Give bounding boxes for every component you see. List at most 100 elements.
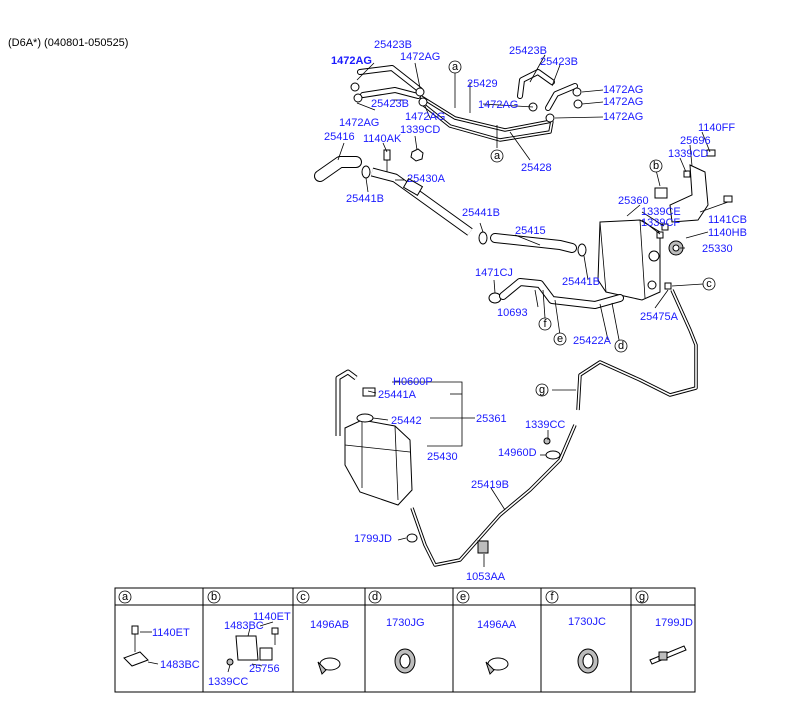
svg-text:1140ET: 1140ET xyxy=(152,627,190,639)
callout-25422A: 25422A xyxy=(573,335,612,347)
legend-cell-b: b 1140ET 1483BC 25756 1339CC xyxy=(207,590,291,688)
bolts-reservoir xyxy=(656,149,733,290)
callout-25441A: 25441A xyxy=(378,389,417,401)
ref-circle-a-bottom: a xyxy=(490,149,504,163)
clip-1799JD xyxy=(406,533,418,543)
callout-25419B: 25419B xyxy=(471,479,509,491)
ref-circle-c: c xyxy=(702,277,716,291)
callout-25361: 25361 xyxy=(476,413,507,425)
bracket-25696 xyxy=(654,164,709,223)
svg-text:a: a xyxy=(494,150,501,162)
reservoir-25360 xyxy=(597,219,661,301)
svg-text:d: d xyxy=(618,340,624,352)
ref-circle-f: f xyxy=(538,317,552,331)
callout-1339CE: 1339CE xyxy=(641,206,681,218)
callout-1339CD-a: 1339CD xyxy=(400,124,440,136)
callout-25330: 25330 xyxy=(702,243,733,255)
callout-25696: 25696 xyxy=(680,135,711,147)
callout-25441B-b: 25441B xyxy=(462,207,500,219)
legend-cell-c: c 1496AB xyxy=(296,590,349,675)
svg-text:25756: 25756 xyxy=(249,663,280,675)
callout-1472AG-b: 1472AG xyxy=(339,117,379,129)
legend-cell-g: g 1799JD xyxy=(635,590,693,665)
clip-1053AA xyxy=(477,540,489,554)
callout-1140HB: 1140HB xyxy=(708,227,747,239)
tube-g xyxy=(576,289,698,411)
callout-25429: 25429 xyxy=(467,78,498,90)
callout-25423B-d: 25423B xyxy=(540,56,578,68)
callout-1140AK: 1140AK xyxy=(363,133,402,145)
svg-text:c: c xyxy=(706,278,712,290)
callout-25416: 25416 xyxy=(324,131,355,143)
svg-text:1483BC: 1483BC xyxy=(160,659,200,671)
svg-text:f: f xyxy=(543,318,547,330)
callout-1472AG-bold: 1472AG xyxy=(331,55,372,67)
callout-1471CJ: 1471CJ xyxy=(475,267,513,279)
callout-1339CF: 1339CF xyxy=(641,217,680,229)
svg-text:1496AA: 1496AA xyxy=(477,619,517,631)
callout-1472AG-a: 1472AG xyxy=(400,51,440,63)
hose-25415 xyxy=(490,233,577,253)
svg-text:g: g xyxy=(639,591,645,603)
callout-25441B-a: 25441B xyxy=(346,193,384,205)
pipe-25429 xyxy=(417,93,554,142)
callout-25430: 25430 xyxy=(427,451,458,463)
svg-text:e: e xyxy=(460,591,466,603)
callout-25441B-c: 25441B xyxy=(562,276,600,288)
callout-H0600P: H0600P xyxy=(393,376,433,388)
callout-1472AG-f: 1472AG xyxy=(603,96,643,108)
legend-cell-e: e 1496AA xyxy=(456,590,517,675)
ref-circle-b: b xyxy=(649,159,663,173)
clamp-14960D xyxy=(543,437,561,460)
hose-10693 xyxy=(488,278,624,309)
bolt-1140AK xyxy=(383,148,424,172)
svg-text:a: a xyxy=(452,61,459,73)
callout-1472AG-e: 1472AG xyxy=(603,84,643,96)
legend-cell-a: a 1140ET 1483BC xyxy=(118,590,200,671)
callout-1472AG-d: 1472AG xyxy=(478,99,518,111)
callout-14960D: 14960D xyxy=(498,447,537,459)
svg-text:1483BC: 1483BC xyxy=(224,620,264,632)
svg-text:a: a xyxy=(122,591,129,603)
svg-text:1339CC: 1339CC xyxy=(208,676,248,688)
callout-10693: 10693 xyxy=(497,307,528,319)
callout-25423B-a: 25423B xyxy=(374,39,412,51)
hose-25423B-right xyxy=(517,69,578,111)
ref-circle-e: e xyxy=(553,332,567,346)
callout-1140FF: 1140FF xyxy=(698,122,735,134)
hose-25423B-left xyxy=(357,65,423,99)
svg-text:f: f xyxy=(550,591,554,603)
svg-text:1730JC: 1730JC xyxy=(568,616,606,628)
svg-text:c: c xyxy=(300,591,306,603)
tube-25419B xyxy=(410,424,577,567)
callout-25415: 25415 xyxy=(515,225,546,237)
callout-1339CD-b: 1339CD xyxy=(668,148,708,160)
svg-text:g: g xyxy=(539,384,545,396)
callout-25360: 25360 xyxy=(618,195,649,207)
legend-cell-d: d 1730JG xyxy=(368,590,425,674)
model-code: (D6A*) (040801-050525) xyxy=(8,37,128,49)
callout-25423B-b: 25423B xyxy=(371,98,409,110)
callout-1053AA: 1053AA xyxy=(466,571,506,583)
svg-text:1730JG: 1730JG xyxy=(386,617,425,629)
callout-25430A: 25430A xyxy=(407,173,446,185)
svg-text:1496AB: 1496AB xyxy=(310,619,349,631)
svg-text:b: b xyxy=(653,160,659,172)
hose-25416 xyxy=(314,156,362,182)
callout-1472AG-c: 1472AG xyxy=(405,111,445,123)
svg-text:1140ET: 1140ET xyxy=(253,611,291,623)
callout-25475A: 25475A xyxy=(640,311,679,323)
callout-1339CC-a: 1339CC xyxy=(525,419,565,431)
legend-cell-f: f 1730JC xyxy=(545,590,606,674)
pipe-25430A xyxy=(370,167,473,236)
callout-25423B-c: 25423B xyxy=(509,45,547,57)
cap-25330 xyxy=(668,240,684,256)
callout-25428: 25428 xyxy=(521,162,552,174)
callout-1141CB: 1141CB xyxy=(708,214,747,226)
ref-circle-d: d xyxy=(614,339,628,353)
callout-1799JD-a: 1799JD xyxy=(354,533,392,545)
callout-1472AG-g: 1472AG xyxy=(603,111,643,123)
leader-lines xyxy=(337,54,729,567)
ref-circle-g: g xyxy=(535,383,549,397)
